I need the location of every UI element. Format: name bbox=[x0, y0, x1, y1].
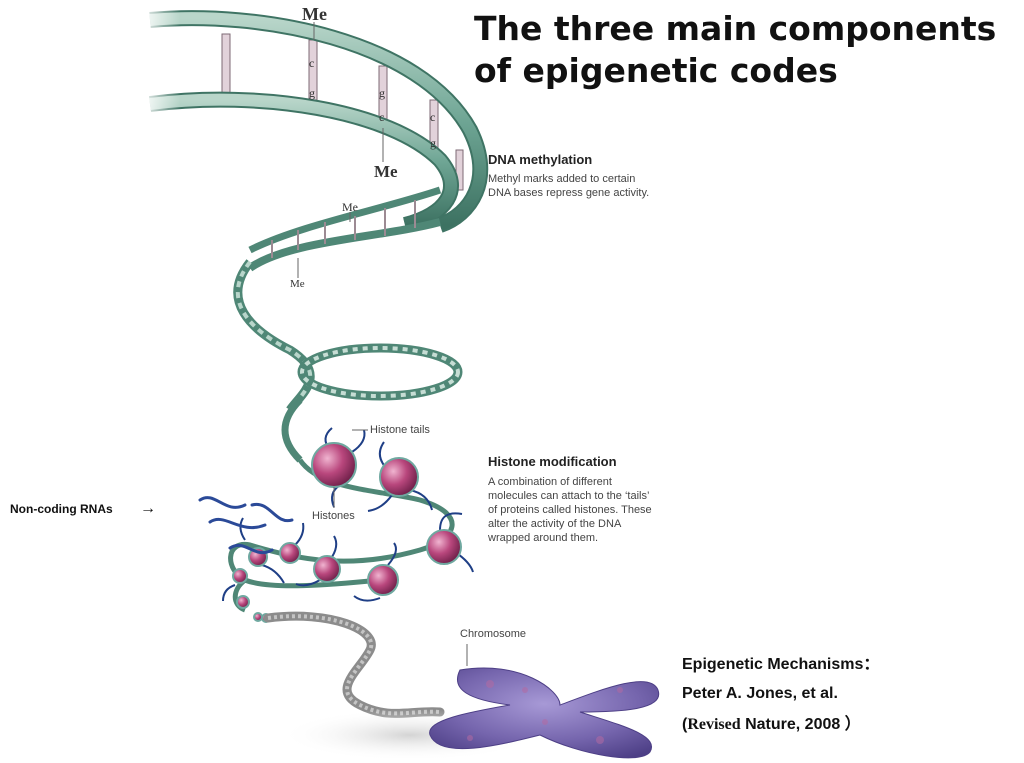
base-g-label: g bbox=[430, 136, 436, 151]
histone-modification-heading: Histone modification bbox=[488, 454, 617, 469]
reference-source: (Revised Nature, 2008 ） bbox=[682, 710, 861, 734]
chromosome-label: Chromosome bbox=[460, 628, 526, 640]
base-g-label: g bbox=[379, 86, 385, 101]
noncoding-rnas-label: Non-coding RNAs → bbox=[10, 500, 156, 518]
histone-modification-description: A combination of different molecules can… bbox=[488, 475, 748, 545]
reference-title: Epigenetic Mechanisms： bbox=[682, 650, 879, 674]
page-title: The three main components of epigenetic … bbox=[474, 8, 1014, 92]
base-g-label: g bbox=[309, 86, 315, 101]
histone-tails-label: Histone tails bbox=[370, 424, 430, 436]
base-c-label: c bbox=[379, 110, 384, 125]
histones-label: Histones bbox=[312, 510, 355, 522]
dna-methylation-heading: DNA methylation bbox=[488, 152, 592, 167]
arrow-right-icon: → bbox=[140, 500, 156, 517]
reference-journal-year: Nature, 2008 ） bbox=[741, 716, 861, 733]
methyl-label: Me bbox=[290, 278, 305, 290]
methyl-label: Me bbox=[342, 200, 358, 215]
methyl-label: Me bbox=[374, 162, 398, 182]
condensed-chromatin bbox=[268, 616, 440, 713]
reference-authors: Peter A. Jones, et al. bbox=[682, 685, 838, 703]
dna-methylation-description: Methyl marks added to certain DNA bases … bbox=[488, 172, 748, 200]
base-c-label: c bbox=[309, 56, 314, 71]
methyl-label: Me bbox=[302, 4, 327, 25]
noncoding-rnas-text: Non-coding RNAs bbox=[10, 502, 113, 516]
base-c-label: c bbox=[430, 110, 435, 125]
reference-revised: Revised bbox=[687, 716, 740, 733]
chromosome bbox=[280, 668, 659, 761]
dna-ladder bbox=[140, 0, 480, 268]
histones bbox=[233, 443, 461, 622]
